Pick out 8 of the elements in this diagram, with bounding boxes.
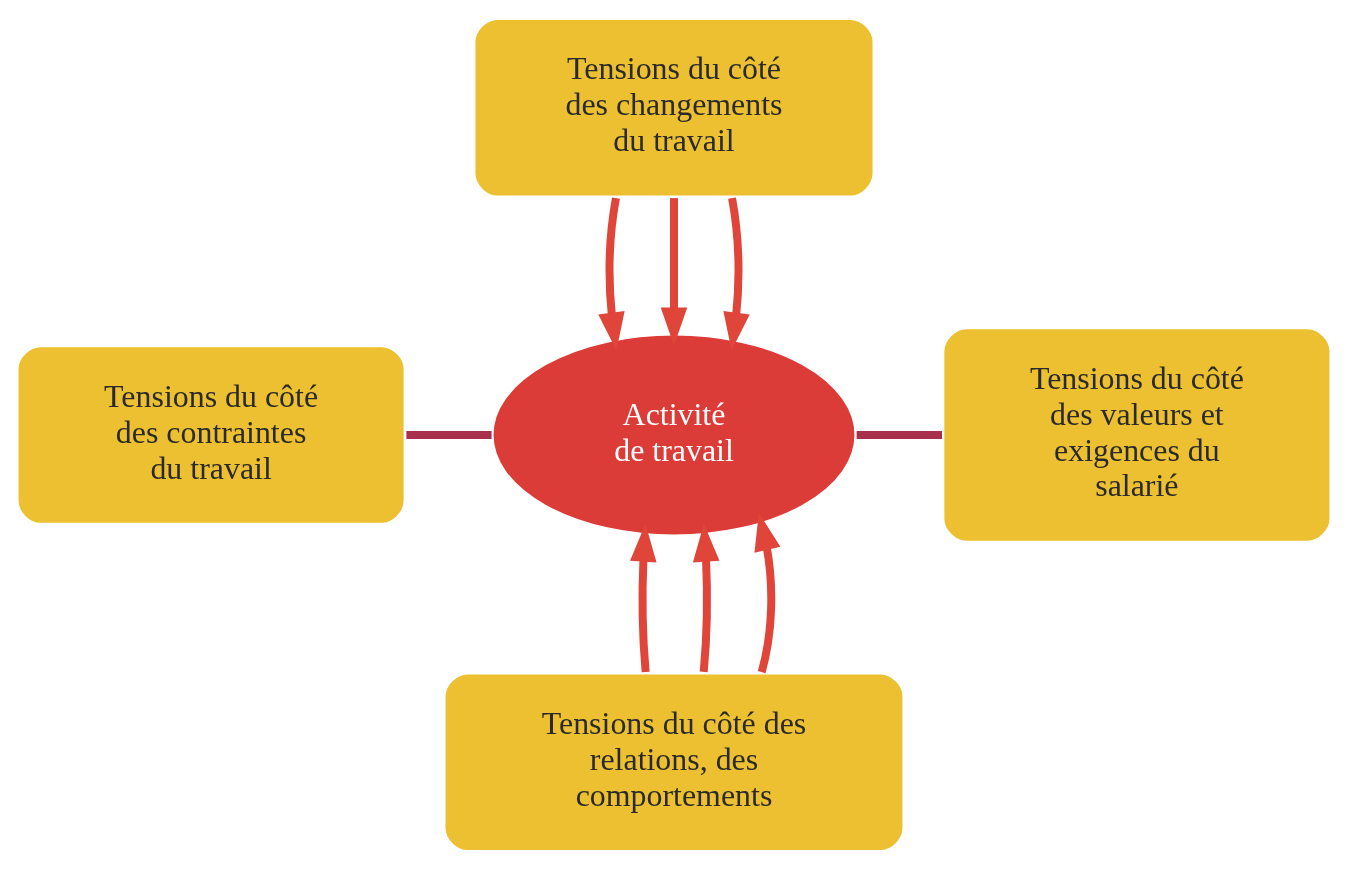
connector [406,430,492,439]
arrow [598,196,625,351]
arrow [754,512,781,673]
arrow [692,523,720,672]
arrow [629,523,657,672]
connector [856,430,943,439]
arrow [723,196,750,351]
arrow [660,197,688,345]
